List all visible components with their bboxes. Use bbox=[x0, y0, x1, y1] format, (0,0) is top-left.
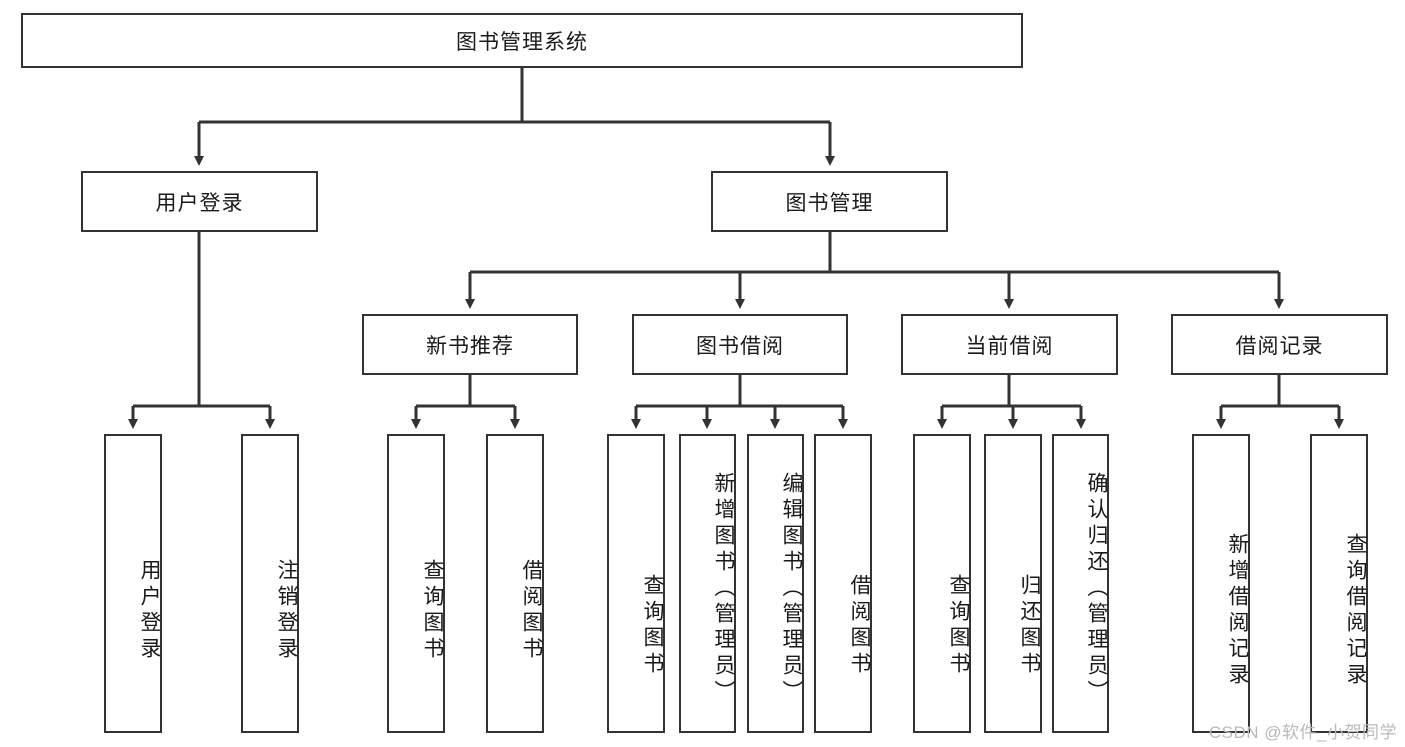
node-leaf-edit-book[interactable]: 编辑图书（管理员） bbox=[747, 434, 804, 733]
node-book-manage[interactable]: 图书管理 bbox=[711, 171, 948, 232]
node-root-label: 图书管理系统 bbox=[456, 30, 588, 54]
node-leaf-user-login[interactable]: 用户登录 bbox=[104, 434, 162, 733]
node-leaf-borrow-book[interactable]: 借阅图书 bbox=[814, 434, 872, 733]
node-leaf-add-book[interactable]: 新增图书（管理员） bbox=[679, 434, 736, 733]
node-leaf-borrow-book-new[interactable]: 借阅图书 bbox=[486, 434, 544, 733]
node-new-book-rec[interactable]: 新书推荐 bbox=[362, 314, 578, 375]
node-leaf-add-record[interactable]: 新增借阅记录 bbox=[1192, 434, 1250, 733]
node-leaf-return-book[interactable]: 归还图书 bbox=[984, 434, 1042, 733]
node-user-login[interactable]: 用户登录 bbox=[81, 171, 318, 232]
node-leaf-query-record[interactable]: 查询借阅记录 bbox=[1310, 434, 1368, 733]
node-leaf-logout[interactable]: 注销登录 bbox=[241, 434, 299, 733]
node-borrow-record-label: 借阅记录 bbox=[1235, 334, 1324, 358]
node-current-borrow-label: 当前借阅 bbox=[965, 334, 1054, 358]
node-book-borrow-label: 图书借阅 bbox=[696, 334, 784, 358]
node-new-book-rec-label: 新书推荐 bbox=[426, 334, 514, 358]
node-leaf-query-book-current[interactable]: 查询图书 bbox=[913, 434, 971, 733]
node-leaf-confirm-return[interactable]: 确认归还（管理员） bbox=[1052, 434, 1109, 733]
node-book-borrow[interactable]: 图书借阅 bbox=[632, 314, 848, 375]
node-leaf-query-book-new[interactable]: 查询图书 bbox=[387, 434, 445, 733]
node-user-login-label: 用户登录 bbox=[155, 191, 244, 215]
node-book-manage-label: 图书管理 bbox=[785, 191, 874, 215]
node-root[interactable]: 图书管理系统 bbox=[21, 13, 1023, 68]
node-current-borrow[interactable]: 当前借阅 bbox=[901, 314, 1118, 375]
watermark-text: CSDN @软件_小贺同学 bbox=[1208, 723, 1397, 742]
node-leaf-query-book-borrow[interactable]: 查询图书 bbox=[607, 434, 665, 733]
node-borrow-record[interactable]: 借阅记录 bbox=[1171, 314, 1388, 375]
